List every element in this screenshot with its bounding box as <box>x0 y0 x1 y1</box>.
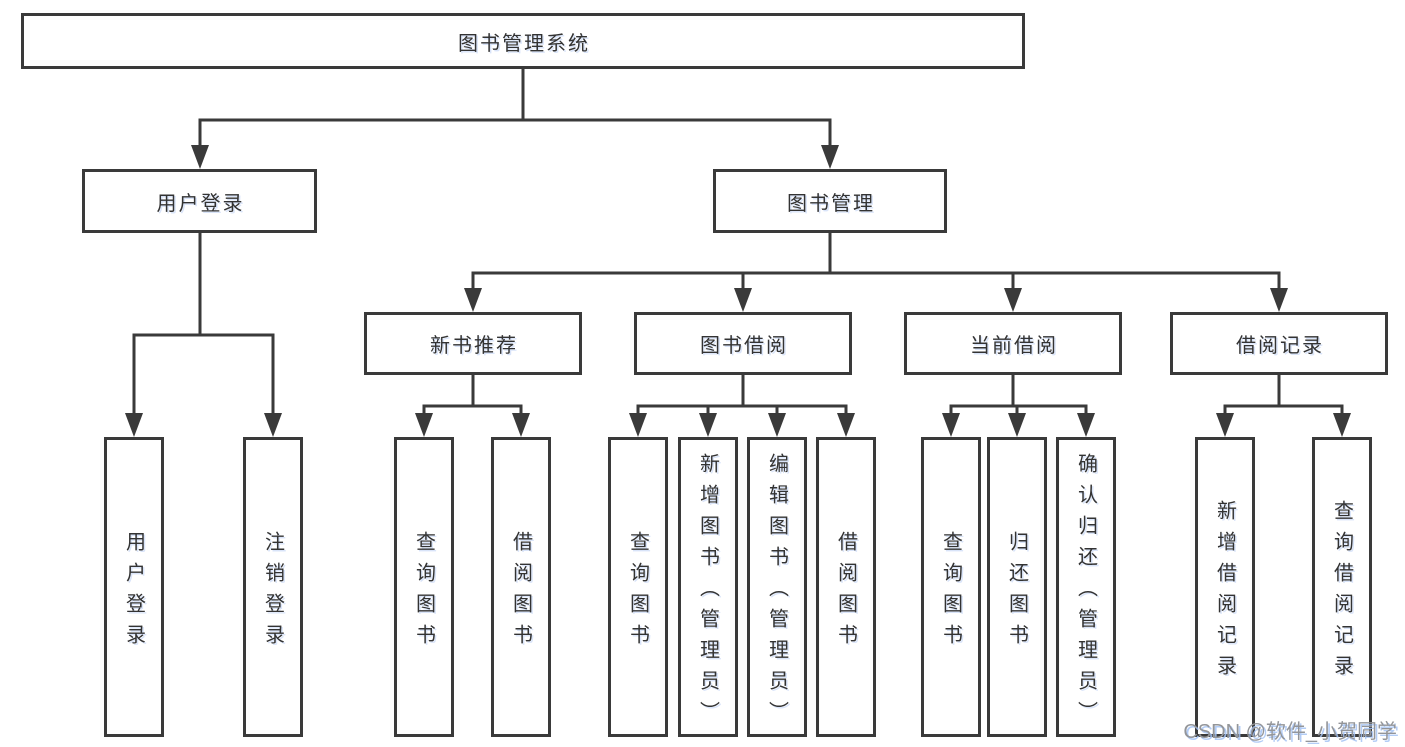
connector-user-login-children <box>125 233 282 437</box>
leaf-borrowrecord-add-record-label: 新增借阅记录 <box>1213 499 1236 686</box>
leaf-bookborrow-edit-book-admin-label: 编辑图书（管理员） <box>765 453 788 732</box>
connector-current-borrow-children <box>942 375 1095 437</box>
node-borrow-record: 借阅记录 <box>1170 312 1388 375</box>
node-new-book-label: 新书推荐 <box>430 335 518 357</box>
node-user-login: 用户登录 <box>82 169 317 233</box>
leaf-borrowrecord-query-record: 查询借阅记录 <box>1312 437 1372 737</box>
node-current-borrow-label: 当前借阅 <box>970 335 1058 357</box>
node-root-label: 图书管理系统 <box>458 32 590 55</box>
leaf-borrowrecord-add-record: 新增借阅记录 <box>1195 437 1255 737</box>
leaf-currentborrow-return-books: 归还图书 <box>987 437 1047 737</box>
leaf-logout-login: 注销登录 <box>243 437 303 737</box>
leaf-bookborrow-edit-book-admin: 编辑图书（管理员） <box>747 437 807 737</box>
leaf-bookborrow-add-book-admin: 新增图书（管理员） <box>678 437 738 737</box>
node-book-borrow-label: 图书借阅 <box>700 335 788 357</box>
connector-root-to-level2 <box>191 69 839 169</box>
connector-book-borrow-children <box>629 375 855 437</box>
leaf-bookborrow-query-books: 查询图书 <box>608 437 668 737</box>
leaf-currentborrow-return-books-label: 归还图书 <box>1005 530 1028 655</box>
leaf-newbook-query-books-label: 查询图书 <box>412 530 435 655</box>
node-user-login-label: 用户登录 <box>156 192 245 215</box>
connector-book-mgmt-children <box>464 233 1288 312</box>
leaf-bookborrow-query-books-label: 查询图书 <box>626 530 649 655</box>
node-current-borrow: 当前借阅 <box>904 312 1122 375</box>
leaf-user-login-label: 用户登录 <box>122 530 145 655</box>
leaf-bookborrow-borrow-books: 借阅图书 <box>816 437 876 737</box>
node-root: 图书管理系统 <box>21 13 1025 69</box>
leaf-newbook-borrow-books-label: 借阅图书 <box>509 530 532 655</box>
leaf-user-login: 用户登录 <box>104 437 164 737</box>
connector-borrow-record-children <box>1216 375 1351 437</box>
leaf-newbook-query-books: 查询图书 <box>394 437 454 737</box>
leaf-currentborrow-confirm-return-admin: 确认归还（管理员） <box>1056 437 1116 737</box>
leaf-borrowrecord-query-record-label: 查询借阅记录 <box>1330 499 1353 686</box>
leaf-logout-login-label: 注销登录 <box>261 530 284 655</box>
leaf-currentborrow-query-books-label: 查询图书 <box>939 530 962 655</box>
connector-new-book-children <box>415 375 530 437</box>
node-book-mgmt-label: 图书管理 <box>787 192 875 215</box>
leaf-bookborrow-borrow-books-label: 借阅图书 <box>834 530 857 655</box>
leaf-currentborrow-query-books: 查询图书 <box>921 437 981 737</box>
leaf-newbook-borrow-books: 借阅图书 <box>491 437 551 737</box>
leaf-bookborrow-add-book-admin-label: 新增图书（管理员） <box>696 453 719 732</box>
leaf-currentborrow-confirm-return-admin-label: 确认归还（管理员） <box>1074 453 1097 732</box>
node-book-mgmt: 图书管理 <box>713 169 947 233</box>
node-book-borrow: 图书借阅 <box>634 312 852 375</box>
csdn-watermark: CSDN @软件_小贺同学 <box>1183 721 1397 743</box>
node-new-book: 新书推荐 <box>364 312 582 375</box>
node-borrow-record-label: 借阅记录 <box>1236 335 1324 357</box>
